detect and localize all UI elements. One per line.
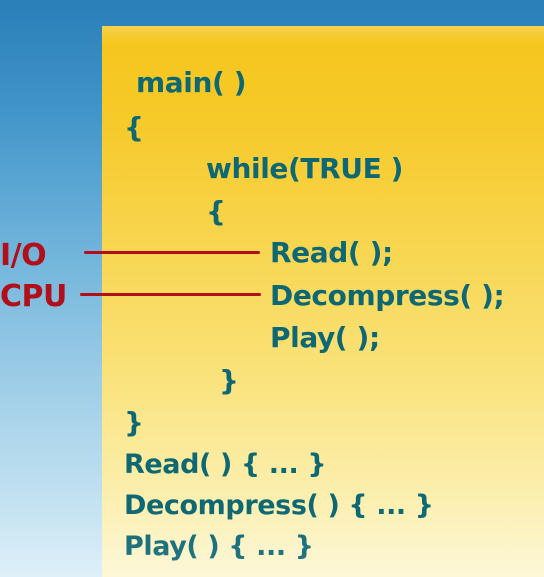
- main-open-brace: {: [124, 111, 144, 144]
- play-call-line: Play( );: [270, 321, 380, 354]
- decompress-definition-line: Decompress( ) { ... }: [124, 490, 434, 521]
- while-loop-line: while(TRUE ): [206, 152, 404, 185]
- while-close-brace: }: [219, 364, 239, 397]
- read-call-line: Read( );: [270, 236, 393, 269]
- while-open-brace: {: [206, 195, 226, 228]
- play-definition-line: Play( ) { ... }: [124, 531, 314, 562]
- read-definition-line: Read( ) { ... }: [124, 449, 327, 480]
- cpu-connector-line: [80, 293, 261, 296]
- main-function-line: main( ): [136, 66, 247, 99]
- io-connector-line: [84, 251, 260, 254]
- cpu-annotation-label: CPU: [0, 279, 67, 314]
- code-card: [102, 26, 544, 577]
- main-close-brace: }: [124, 406, 144, 439]
- io-annotation-label: I/O: [0, 238, 47, 273]
- decompress-call-line: Decompress( );: [270, 279, 505, 312]
